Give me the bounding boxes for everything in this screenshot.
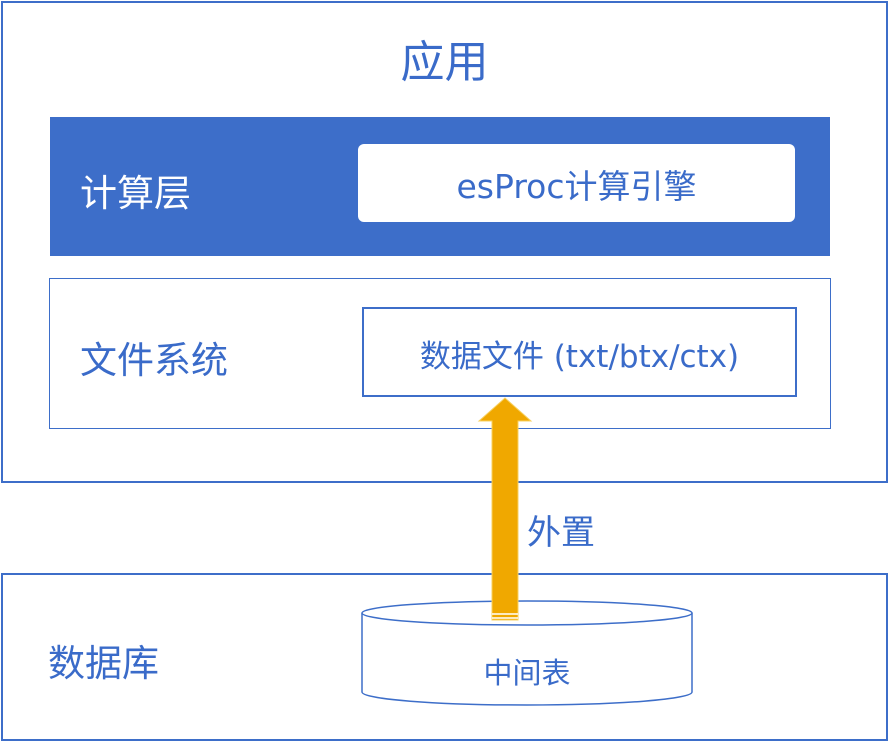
database-container: [1, 573, 888, 741]
database-label: 数据库: [48, 642, 159, 685]
compute-layer-label: 计算层: [80, 172, 191, 215]
file-system-label: 文件系统: [80, 339, 228, 382]
application-title: 应用: [400, 37, 489, 88]
data-file-label: 数据文件 (txt/btx/ctx): [419, 339, 740, 375]
intermediate-table-cylinder: [361, 600, 693, 706]
externalize-arrow: [477, 397, 533, 621]
esproc-engine-box: [358, 144, 795, 222]
data-file-box: [362, 307, 797, 397]
intermediate-table-label: 中间表: [483, 656, 571, 690]
esproc-engine-label: esProc计算引擎: [456, 167, 697, 206]
externalize-label: 外置: [527, 513, 595, 553]
file-system-layer: [49, 278, 831, 429]
application-container: [1, 1, 888, 483]
